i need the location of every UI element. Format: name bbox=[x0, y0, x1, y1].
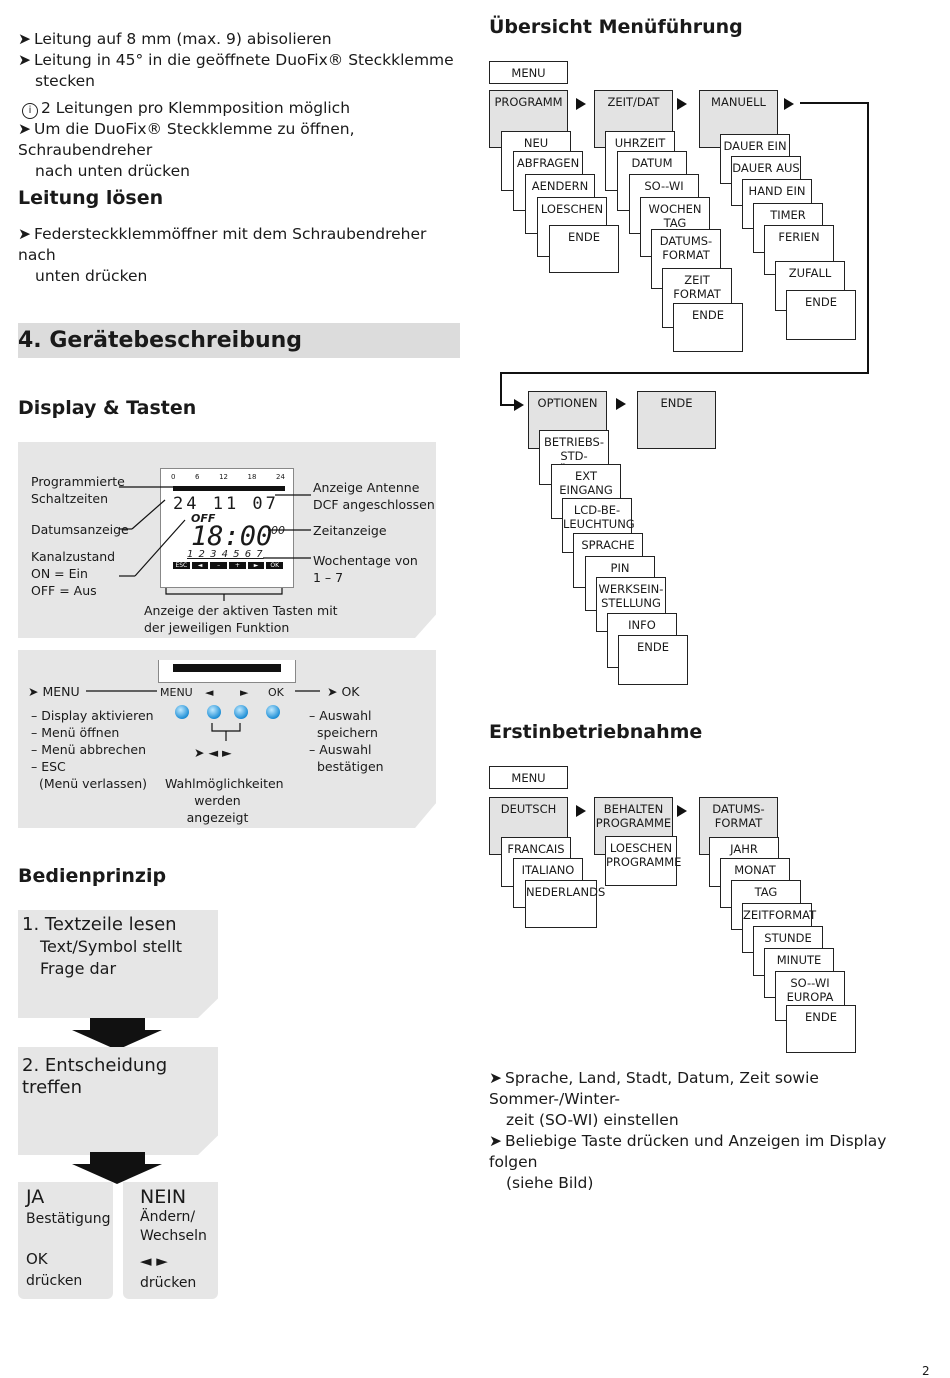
lcd-date: 24 11 07 bbox=[173, 494, 279, 514]
bullet: ➤Leitung auf 8 mm (max. 9) abisolieren bbox=[18, 30, 332, 48]
heading-display-tasten: Display & Tasten bbox=[18, 397, 197, 419]
page-number: 2 bbox=[922, 1364, 930, 1378]
ok-key-button[interactable] bbox=[266, 705, 280, 719]
lcd-keystrip bbox=[158, 660, 296, 683]
heading-bedienprinzip: Bedienprinzip bbox=[18, 865, 167, 887]
bullet-cont: stecken bbox=[35, 72, 95, 90]
arrow-icon bbox=[784, 98, 794, 110]
down-arrow-1 bbox=[72, 1018, 162, 1050]
menu-connector bbox=[500, 102, 869, 411]
arrow-icon bbox=[677, 98, 687, 110]
menu-key-button[interactable] bbox=[175, 705, 189, 719]
manuell-item: ENDE bbox=[786, 290, 856, 340]
ok-caption: ➤ OK bbox=[327, 684, 360, 699]
erst-bullets: ➤Sprache, Land, Stadt, Datum, Zeit sowie… bbox=[489, 1069, 887, 1192]
arrow-icon bbox=[616, 398, 626, 410]
loeschen-programme: LOESCHEN PROGRAMME bbox=[605, 836, 681, 886]
section-title: 4. Gerätebeschreibung bbox=[18, 328, 303, 353]
programm-item: ENDE bbox=[549, 225, 619, 273]
menu-items: – Display aktivieren – Menü öffnen – Men… bbox=[31, 708, 154, 791]
label-datum: Datumsanzeige bbox=[31, 522, 129, 537]
lcd-keys: ESC ◄ – + ► OK bbox=[173, 562, 284, 569]
step-2: 2. Entscheidung treffen bbox=[18, 1047, 218, 1155]
bullet: ➤Leitung in 45° in die geöffnete DuoFix®… bbox=[18, 51, 454, 69]
optionen-item: ENDE bbox=[618, 635, 688, 685]
keystrip-bar bbox=[173, 664, 281, 672]
menu-caption: ➤ MENU bbox=[28, 684, 80, 699]
menu-box-2: MENU bbox=[489, 766, 568, 789]
nein-box: NEIN Ändern/ Wechseln ◄ ► drücken bbox=[123, 1182, 218, 1299]
ende-box: ENDE bbox=[637, 391, 716, 449]
zeitdat-item: ENDE bbox=[673, 303, 743, 352]
down-arrow-2 bbox=[72, 1152, 162, 1184]
lcd-time: 18:00 bbox=[191, 521, 273, 552]
intro-bullets: ➤Leitung auf 8 mm (max. 9) abisolieren ➤… bbox=[18, 29, 468, 182]
menu-box: MENU bbox=[489, 61, 568, 84]
arrow-icon bbox=[677, 805, 687, 817]
lcd-off: OFF bbox=[191, 512, 216, 525]
step-1: 1. Textzeile lesen Text/Symbol stellt Fr… bbox=[18, 910, 218, 1018]
right-key-button[interactable] bbox=[234, 705, 248, 719]
arrow-icon bbox=[576, 98, 586, 110]
left-key-button[interactable] bbox=[207, 705, 221, 719]
arrow-icon bbox=[576, 805, 586, 817]
lcd-days: 1 2 3 4 5 6 7 bbox=[187, 549, 264, 560]
lcd-bar bbox=[173, 486, 285, 491]
heading-menuefuehrung: Übersicht Menüführung bbox=[489, 16, 743, 38]
ja-box: JA Bestätigung OK drücken bbox=[18, 1182, 113, 1299]
sprache-item: NEDERLANDS bbox=[525, 880, 605, 928]
heading-leitung-loesen: Leitung lösen bbox=[18, 187, 164, 209]
ok-items: – Auswahl speichern – Auswahl bestätigen bbox=[309, 708, 384, 774]
info-icon: i bbox=[22, 103, 38, 119]
buttons-leader-lines bbox=[86, 690, 320, 741]
bullet-cont: nach unten drücken bbox=[35, 162, 190, 180]
heading-erstinbetriebnahme: Erstinbetriebnahme bbox=[489, 721, 703, 743]
label-zeit: Zeitanzeige bbox=[313, 523, 387, 538]
arrow-keys-caption: ➤ ◄ ► bbox=[194, 745, 232, 760]
bullet: ➤Um die DuoFix® Steckklemme zu öffnen, S… bbox=[18, 120, 355, 159]
display-leader-lines bbox=[119, 486, 311, 601]
leitung-bullet: ➤Federsteckklemmöffner mit dem Schrauben… bbox=[18, 225, 427, 285]
datfmt-item: ENDE bbox=[786, 1005, 856, 1053]
section-banner: 4. Gerätebeschreibung bbox=[18, 323, 460, 358]
